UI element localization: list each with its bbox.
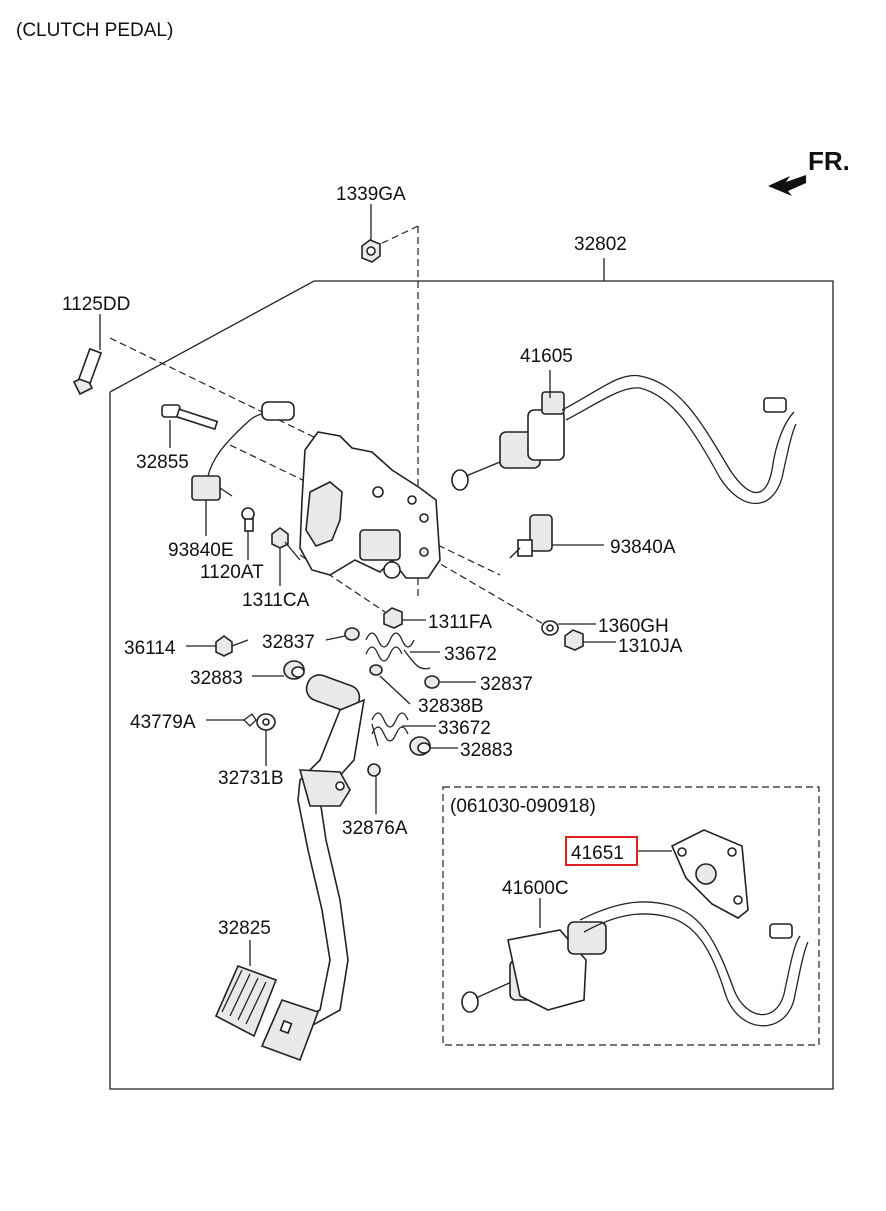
front-direction-label: FR.: [808, 146, 850, 176]
nut-1311fa[interactable]: [383, 607, 403, 629]
label-41651[interactable]: 41651: [571, 843, 624, 864]
label-33672-upper: 33672: [444, 644, 497, 665]
spring-33672-lower[interactable]: [371, 712, 409, 747]
nut-1311ca[interactable]: [271, 527, 301, 561]
clutch-pedal-32825[interactable]: [214, 672, 366, 1062]
label-32883-upper: 32883: [190, 668, 243, 689]
label-1311ca: 1311CA: [242, 590, 310, 611]
label-32855: 32855: [136, 452, 189, 473]
label-1311fa: 1311FA: [428, 612, 492, 633]
subassembly-outline: [442, 786, 820, 1046]
highlight-box-41651: [565, 836, 638, 866]
diagram-title: (CLUTCH PEDAL): [16, 20, 173, 41]
washer-1360gh[interactable]: [541, 620, 559, 636]
label-32838b: 32838B: [418, 696, 484, 717]
pedal-bracket[interactable]: [299, 431, 441, 579]
switch-93840a[interactable]: [509, 514, 553, 559]
label-43779a: 43779A: [130, 712, 196, 733]
pin-32876a[interactable]: [367, 763, 381, 777]
front-direction-arrow-icon: [768, 175, 806, 196]
bolt-36114[interactable]: [215, 635, 249, 657]
gasket-41651[interactable]: [670, 829, 749, 919]
bushing-32838b[interactable]: [369, 664, 383, 676]
label-32876a: 32876A: [342, 818, 408, 839]
label-1120at: 1120AT: [200, 562, 264, 583]
bolt-1125dd[interactable]: [72, 347, 103, 396]
label-1125dd: 1125DD: [62, 294, 130, 315]
label-32825: 32825: [218, 918, 271, 939]
label-1360gh: 1360GH: [598, 616, 669, 637]
label-32883-lower: 32883: [460, 740, 513, 761]
label-41600c: 41600C: [502, 878, 569, 899]
subassembly-range-label: (061030-090918): [450, 796, 596, 817]
spring-33672-upper[interactable]: [365, 632, 431, 670]
label-1339ga: 1339GA: [336, 184, 406, 205]
bushing-32883-lower[interactable]: [409, 736, 431, 756]
pin-32855[interactable]: [161, 404, 219, 431]
label-1310ja: 1310JA: [618, 636, 683, 657]
bushing-32883-upper[interactable]: [283, 660, 305, 680]
label-41605: 41605: [520, 346, 573, 367]
screw-1120at[interactable]: [241, 507, 255, 532]
label-93840e: 93840E: [168, 540, 234, 561]
master-cylinder-41605[interactable]: [451, 374, 797, 504]
nut-1310ja[interactable]: [564, 629, 584, 651]
master-cylinder-41600c[interactable]: [461, 901, 809, 1027]
label-93840a: 93840A: [610, 537, 676, 558]
nut-1339ga[interactable]: [361, 239, 381, 263]
bushing-32837-lower[interactable]: [424, 675, 440, 689]
bushing-32837-upper[interactable]: [344, 627, 360, 641]
main-assembly-outline: [109, 258, 834, 1090]
label-32837-lower: 32837: [480, 674, 533, 695]
label-32731b: 32731B: [218, 768, 284, 789]
label-32802: 32802: [574, 234, 627, 255]
label-36114: 36114: [124, 638, 176, 659]
clip-43779a[interactable]: [243, 713, 257, 727]
label-32837-upper: 32837: [262, 632, 315, 653]
label-33672-lower: 33672: [438, 718, 491, 739]
washer-32731b[interactable]: [256, 713, 276, 731]
